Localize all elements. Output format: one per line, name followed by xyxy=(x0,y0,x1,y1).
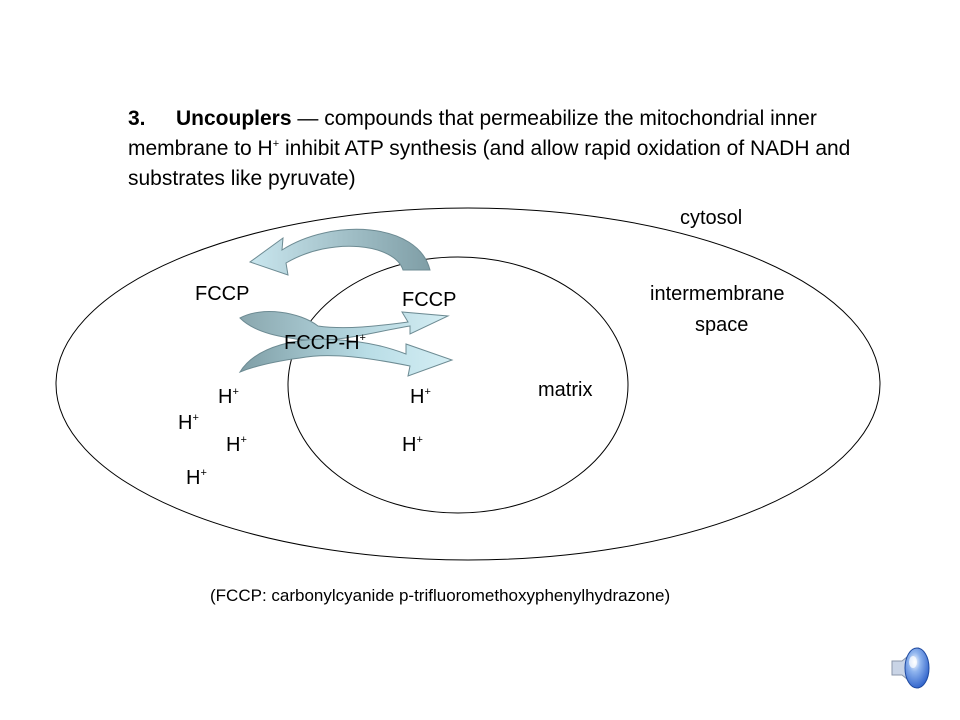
heading-text-a: — compounds that permeabilize the mitoch… xyxy=(128,107,817,160)
protons-matrix: H+ H+ xyxy=(402,386,431,456)
heading-text-b: inhibit ATP synthesis (and allow rapid o… xyxy=(128,137,851,190)
footnote: (FCCP: carbonylcyanide p-trifluoromethox… xyxy=(210,586,671,605)
outer-membrane xyxy=(55,207,881,561)
proton: H+ xyxy=(410,386,431,408)
proton: H+ xyxy=(218,386,239,408)
heading-superscript: + xyxy=(272,138,280,150)
inner-membrane xyxy=(287,256,629,514)
proton: H+ xyxy=(186,467,207,489)
speaker-icon[interactable] xyxy=(890,645,932,691)
slide-heading: 3. Uncouplers — compounds that permeabili… xyxy=(128,104,918,194)
label-fccp-h-text: FCCP-H xyxy=(284,332,360,354)
heading-term: Uncouplers xyxy=(176,107,292,130)
arrow-fccp-inward xyxy=(239,311,450,341)
label-matrix: matrix xyxy=(538,379,592,401)
proton: H+ xyxy=(178,412,199,434)
label-cytosol: cytosol xyxy=(680,207,742,229)
protons-intermembrane: H+ H+ H+ H+ xyxy=(178,386,247,489)
proton: H+ xyxy=(402,434,423,456)
label-space: space xyxy=(695,314,748,336)
label-fccp-h: FCCP-H+ xyxy=(284,332,366,354)
curved-arrow-top xyxy=(248,228,431,276)
heading-number: 3. xyxy=(128,107,146,130)
proton: H+ xyxy=(226,434,247,456)
arrow-fccp-h-matrix xyxy=(238,338,454,377)
label-intermembrane: intermembrane xyxy=(650,283,785,305)
label-fccp-inner: FCCP xyxy=(402,289,456,311)
label-fccp-h-sup: + xyxy=(360,332,366,344)
label-fccp-outer: FCCP xyxy=(195,283,249,305)
